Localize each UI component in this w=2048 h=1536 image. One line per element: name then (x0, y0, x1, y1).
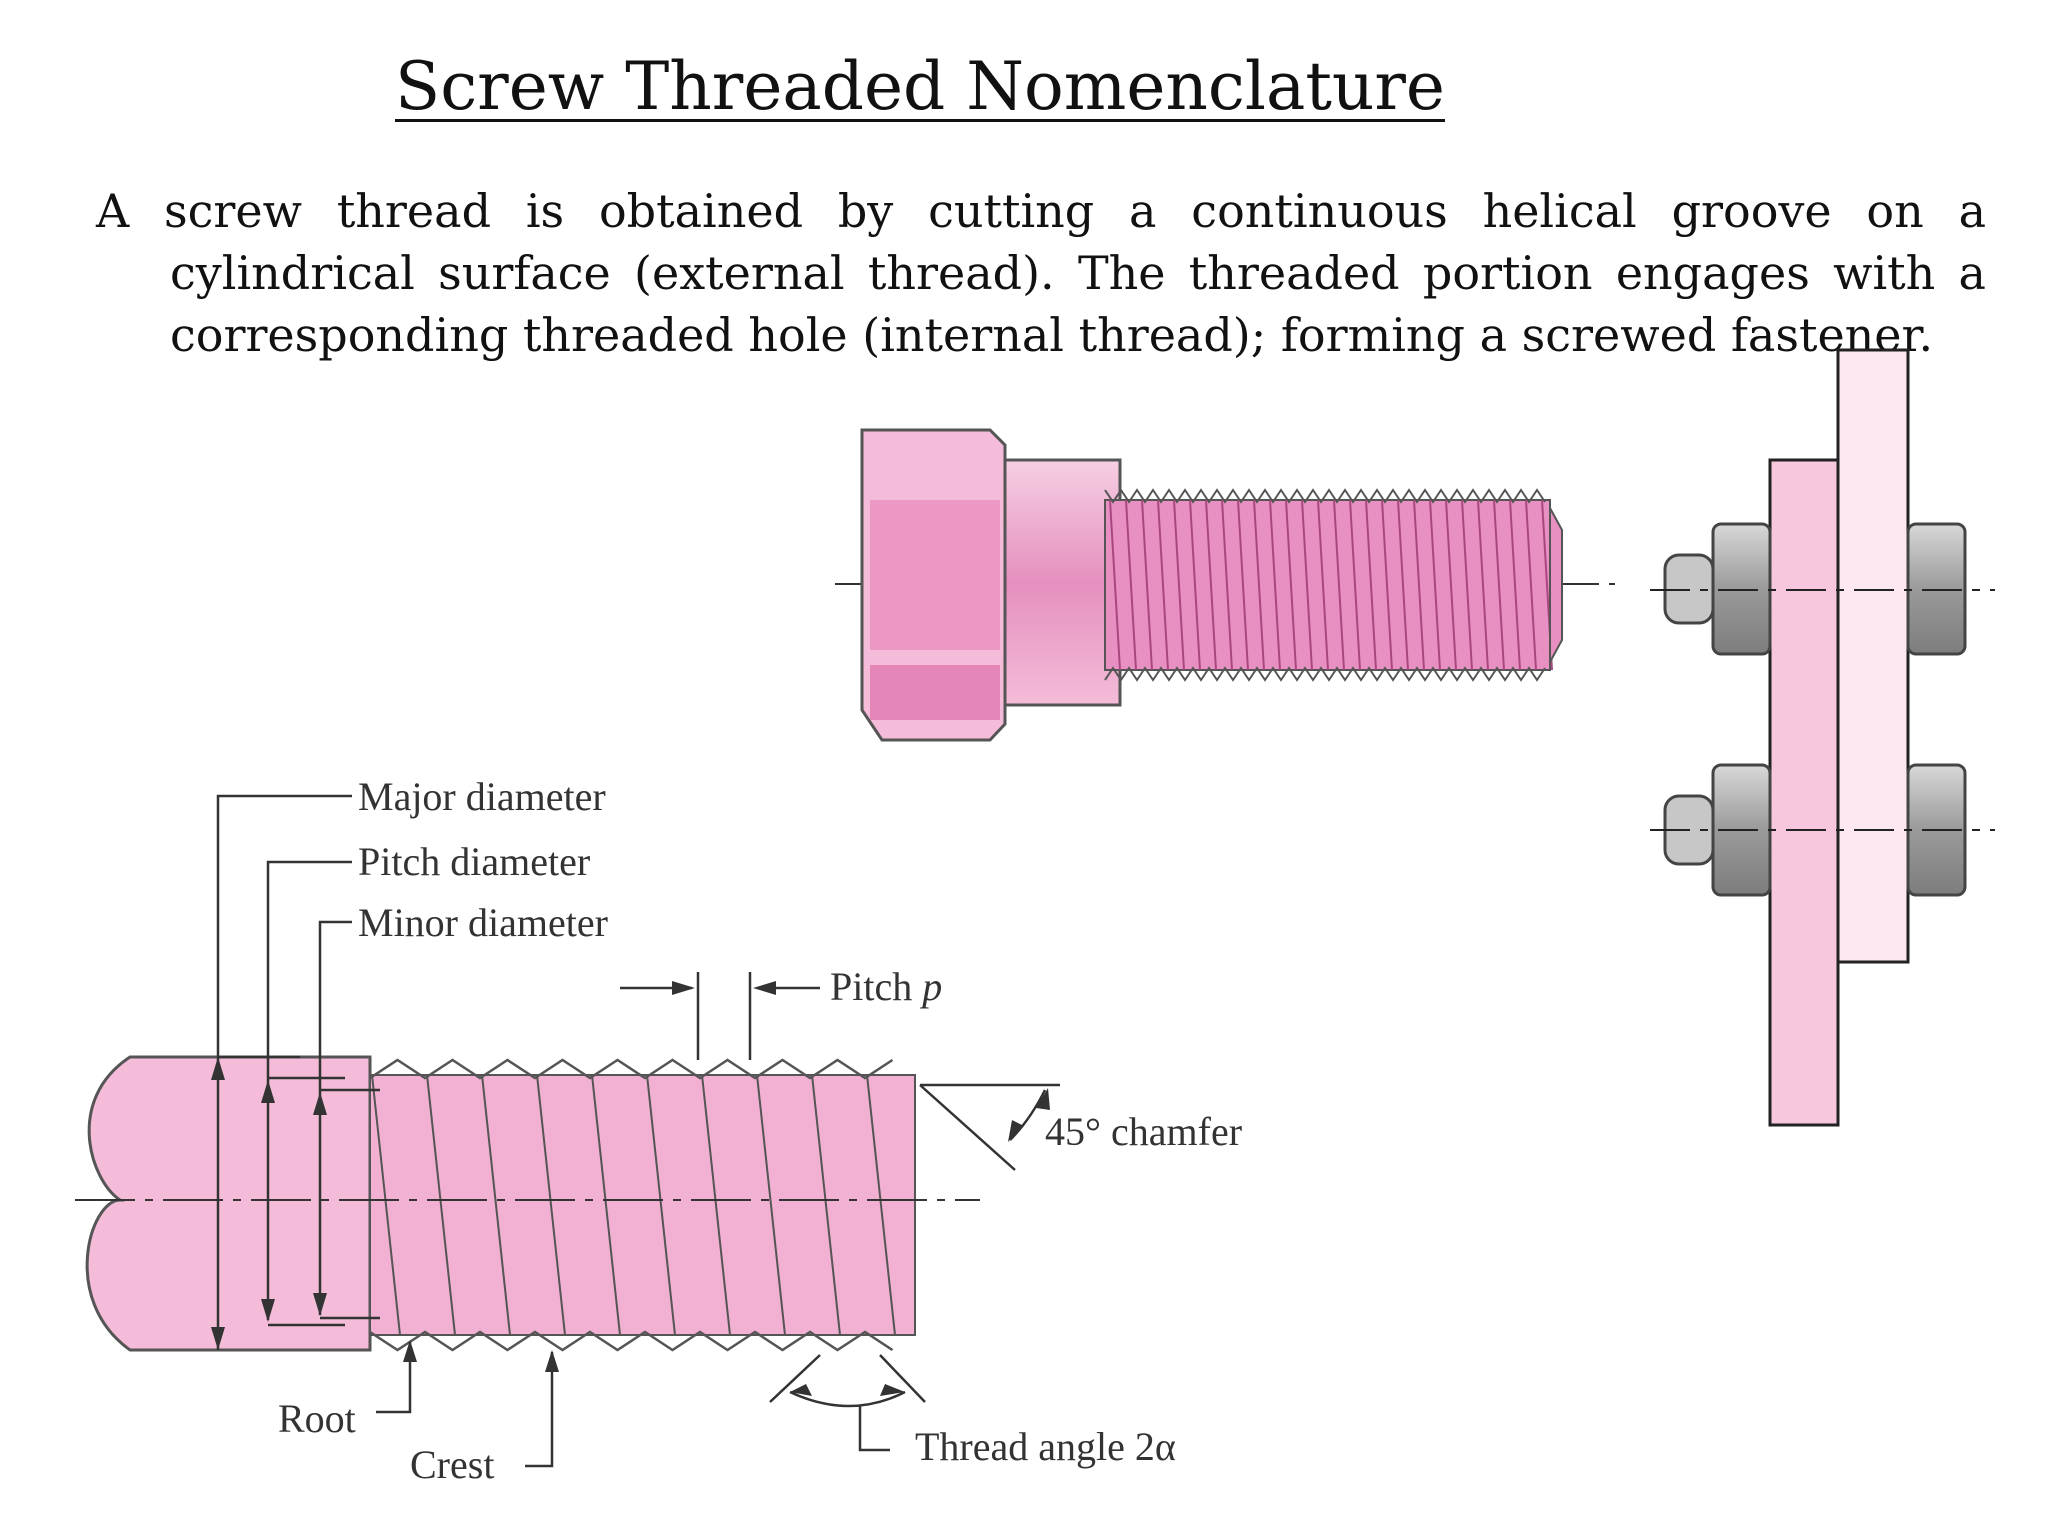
thread-line (1157, 499, 1169, 671)
shaft-threaded (369, 1074, 916, 1336)
thread-line (1461, 499, 1473, 671)
thread-line (811, 1074, 841, 1336)
thread-line (701, 1074, 731, 1336)
thread-line (536, 1074, 566, 1336)
label-chamfer: 45° chamfer (1045, 1109, 1242, 1154)
thread-line (1525, 499, 1537, 671)
thread-line (1445, 499, 1457, 671)
bolt-illustration (835, 428, 1615, 742)
thread-line (1381, 499, 1393, 671)
label-pitch: Pitch p (830, 964, 942, 1009)
thread-line (1477, 499, 1489, 671)
bolt-shank (1003, 458, 1122, 707)
bolt-head-face (870, 500, 1000, 650)
thread-line (1333, 499, 1345, 671)
nomenclature-threads (369, 1058, 896, 1352)
nomenclature-diagram: Major diameter Pitch diameter Minor diam… (75, 774, 1242, 1487)
thread-line (756, 1074, 786, 1336)
thread-line (1125, 499, 1137, 671)
bolt-threads (1104, 488, 1553, 682)
label-pitch-diameter: Pitch diameter (358, 839, 590, 884)
thread-line (591, 1074, 621, 1336)
page-title: Screw Threaded Nomenclature (395, 48, 1445, 125)
thread-line (1109, 499, 1121, 671)
thread-line (1365, 499, 1377, 671)
thread-line (481, 1074, 511, 1336)
thread-line (1173, 499, 1185, 671)
thread-line (1397, 499, 1409, 671)
thread-line (866, 1074, 896, 1336)
thread-line (1509, 499, 1521, 671)
thread-line (1493, 499, 1505, 671)
assembly-illustration (1650, 348, 1995, 1127)
thread-line (1189, 499, 1201, 671)
thread-line (371, 1074, 401, 1336)
thread-line (1269, 499, 1281, 671)
label-thread-angle: Thread angle 2α (915, 1424, 1176, 1469)
label-major-diameter: Major diameter (358, 774, 606, 819)
thread-line (646, 1074, 676, 1336)
thread-line (1317, 499, 1329, 671)
bolt-head-lower-face (870, 665, 1000, 720)
thread-line (1349, 499, 1361, 671)
intro-paragraph: A screw thread is obtained by cutting a … (96, 184, 1986, 362)
thread-line (1413, 499, 1425, 671)
label-root: Root (278, 1396, 356, 1441)
thread-line (1205, 499, 1217, 671)
thread-line (1237, 499, 1249, 671)
thread-line (1141, 499, 1153, 671)
thread-line (1429, 499, 1441, 671)
thread-line (1253, 499, 1265, 671)
thread-line (1301, 499, 1313, 671)
plate-back (1836, 348, 1910, 964)
label-minor-diameter: Minor diameter (358, 900, 608, 945)
plate-front (1768, 458, 1840, 1127)
thread-line (426, 1074, 456, 1336)
label-crest: Crest (410, 1442, 494, 1487)
thread-line (1221, 499, 1233, 671)
shaft-plain (85, 1055, 372, 1352)
thread-line (1285, 499, 1297, 671)
